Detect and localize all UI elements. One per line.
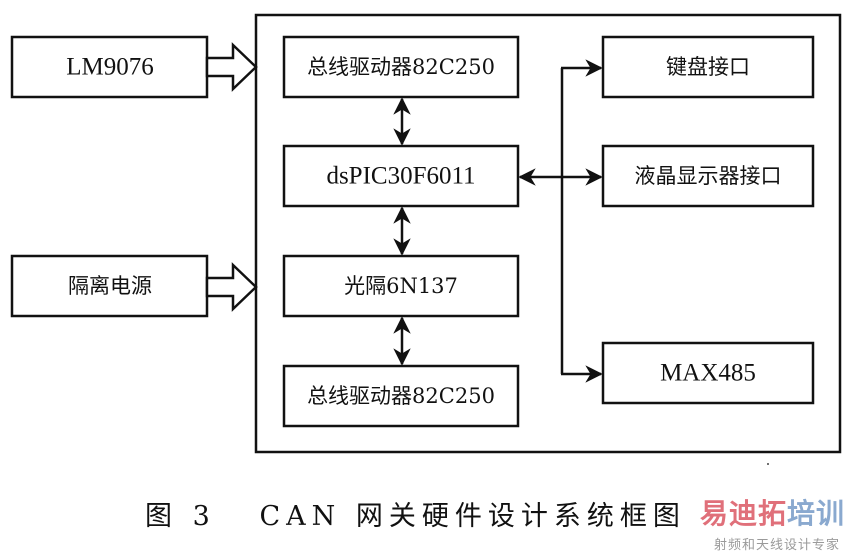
figure-title: CAN 网关硬件设计系统框图 bbox=[259, 501, 686, 532]
block-label: 液晶显示器接口 bbox=[635, 164, 782, 188]
block-label: 隔离电源 bbox=[68, 274, 152, 298]
figure-caption: 图 3 CAN 网关硬件设计系统框图 bbox=[145, 494, 686, 533]
scan-speck bbox=[767, 463, 769, 465]
gateway-board-frame bbox=[254, 13, 842, 454]
watermark-subtitle: 射频和天线设计专家 bbox=[714, 538, 841, 553]
block-label: 光隔6N137 bbox=[344, 274, 458, 298]
block-bus-driver-bottom: 总线驱动器82C250 bbox=[282, 364, 520, 428]
block-mcu: dsPIC30F6011 bbox=[282, 144, 520, 208]
block-max485: MAX485 bbox=[601, 341, 815, 405]
block-label: dsPIC30F6011 bbox=[326, 163, 475, 190]
block-label: LM9076 bbox=[66, 54, 154, 81]
hollow-arrow-isolated-power bbox=[205, 262, 258, 312]
block-lm9076: LM9076 bbox=[10, 35, 209, 99]
watermark: 易迪拓培训 射频和天线设计专家 bbox=[700, 492, 855, 553]
block-lcd-interface: 液晶显示器接口 bbox=[601, 144, 815, 208]
block-label: MAX485 bbox=[660, 360, 756, 387]
watermark-logo: 易迪拓培训 bbox=[700, 497, 846, 530]
block-label: 总线驱动器82C250 bbox=[307, 384, 495, 408]
block-keyboard-interface: 键盘接口 bbox=[601, 35, 815, 99]
block-bus-driver-top: 总线驱动器82C250 bbox=[282, 35, 520, 99]
hollow-arrow-lm9076 bbox=[205, 42, 258, 92]
block-label: 键盘接口 bbox=[666, 55, 750, 79]
block-isolated-power: 隔离电源 bbox=[10, 254, 209, 318]
block-optocoupler: 光隔6N137 bbox=[282, 254, 520, 318]
figure-number: 图 3 bbox=[145, 501, 216, 532]
block-label: 总线驱动器82C250 bbox=[307, 55, 495, 79]
